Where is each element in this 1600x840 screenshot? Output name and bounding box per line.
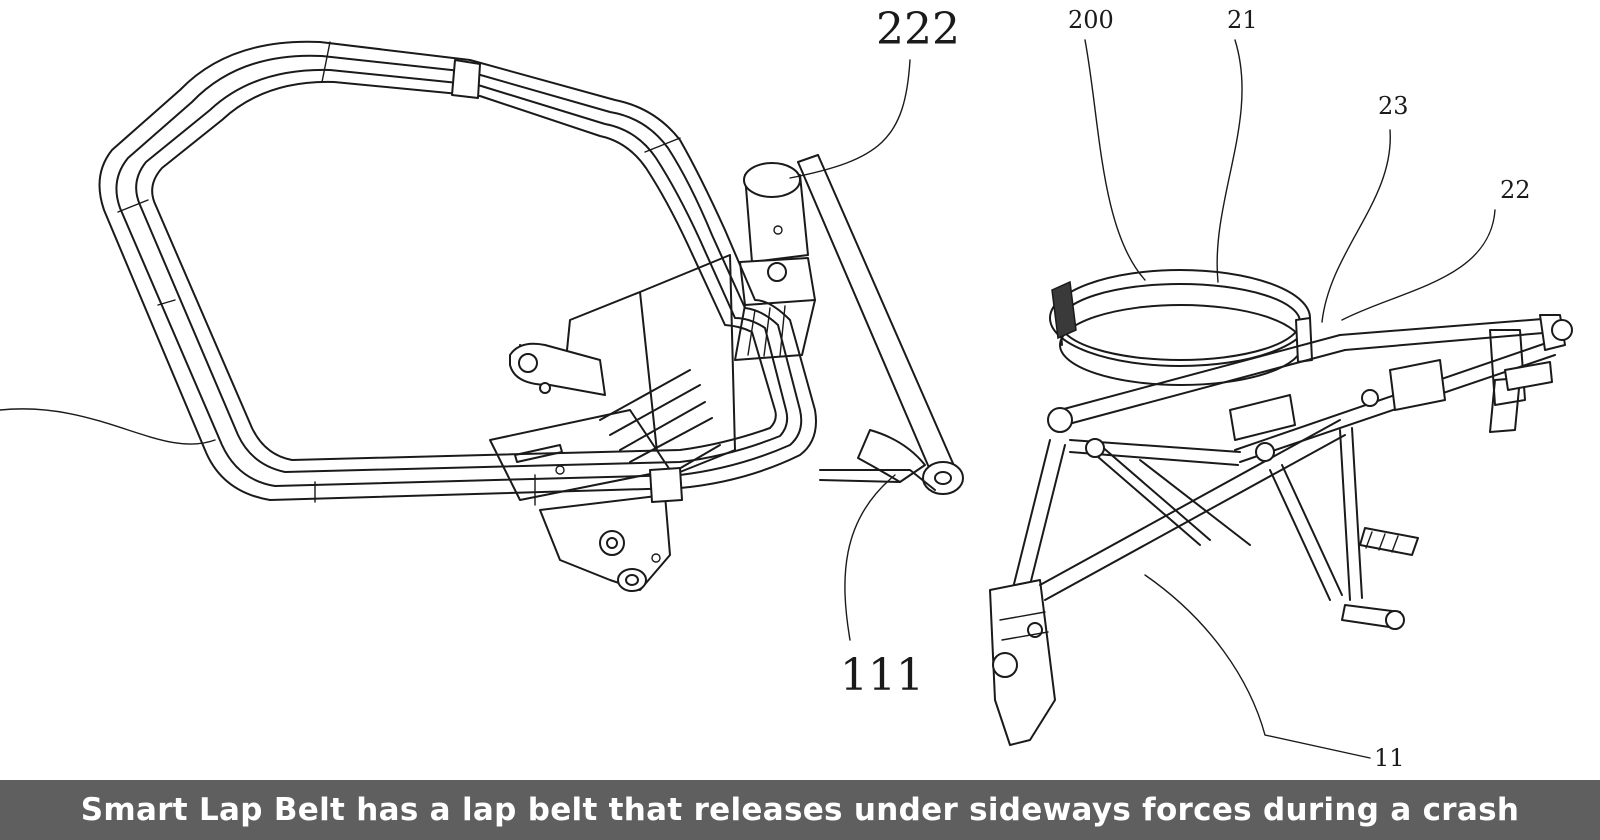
caption-bar: Smart Lap Belt has a lap belt that relea… bbox=[0, 780, 1600, 840]
label-11: 11 bbox=[1374, 744, 1405, 772]
label-200: 200 bbox=[1068, 6, 1114, 34]
label-22: 22 bbox=[1500, 176, 1531, 204]
label-21: 21 bbox=[1227, 6, 1258, 34]
patent-drawing: 222 111 bbox=[0, 4, 1573, 772]
caption-text: Smart Lap Belt has a lap belt that relea… bbox=[80, 792, 1520, 828]
seat-frame-assembly bbox=[989, 39, 1573, 759]
label-111: 111 bbox=[840, 650, 924, 701]
label-222: 222 bbox=[876, 4, 960, 55]
label-23: 23 bbox=[1378, 92, 1409, 120]
lap-bar-assembly bbox=[0, 40, 964, 641]
